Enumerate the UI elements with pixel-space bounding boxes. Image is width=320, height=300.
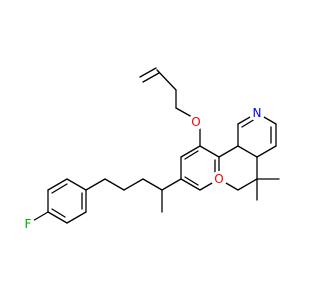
bond-vinyl-double-b <box>142 72 160 83</box>
structure-diagram: O O N F <box>21 67 280 231</box>
bond-ar-3 <box>180 178 201 191</box>
bond-fph-inner-2 <box>51 208 66 218</box>
bond-chain-4 <box>104 178 125 191</box>
bond-ar-inner-2 <box>184 176 199 186</box>
nitrogen-label: N <box>253 106 262 120</box>
bond-chain-3 <box>123 178 144 191</box>
bond-vinyl-double-a <box>139 67 157 78</box>
bond-fph-5 <box>66 211 87 224</box>
bond-fph-inner-1 <box>51 183 68 194</box>
bond-chain-1 <box>161 178 182 191</box>
oxygen-ring-bg <box>211 171 227 187</box>
atom-layer: O O N F <box>21 105 265 231</box>
bond-allyl-1 <box>156 69 177 91</box>
oxygen-ether-bg <box>188 114 204 130</box>
bond-pyran-2 <box>237 145 258 158</box>
fluorine-bg <box>21 217 35 231</box>
bond-py-5 <box>256 145 277 158</box>
molecule-canvas: O O N F <box>21 67 280 231</box>
bond-chain-2 <box>142 178 163 191</box>
bond-ar-1 <box>180 145 201 158</box>
bond-py-inner-1 <box>241 118 256 128</box>
fluorine-label: F <box>25 217 32 231</box>
bond-fph-2 <box>47 178 68 191</box>
bond-allyl-3 <box>175 107 193 118</box>
bond-ar-6 <box>199 145 220 158</box>
oxygen-ether-label: O <box>191 115 200 129</box>
bond-chain-5 <box>85 178 106 191</box>
bond-pyran-4 <box>237 178 258 191</box>
bond-fph-4 <box>47 211 68 224</box>
oxygen-ring-label: O <box>214 172 223 186</box>
bond-fph-1 <box>66 178 87 191</box>
bond-pyran-1 <box>218 145 239 158</box>
bond-ar-inner-1 <box>184 150 199 160</box>
bond-layer <box>30 67 280 224</box>
nitrogen-bg <box>249 105 265 121</box>
